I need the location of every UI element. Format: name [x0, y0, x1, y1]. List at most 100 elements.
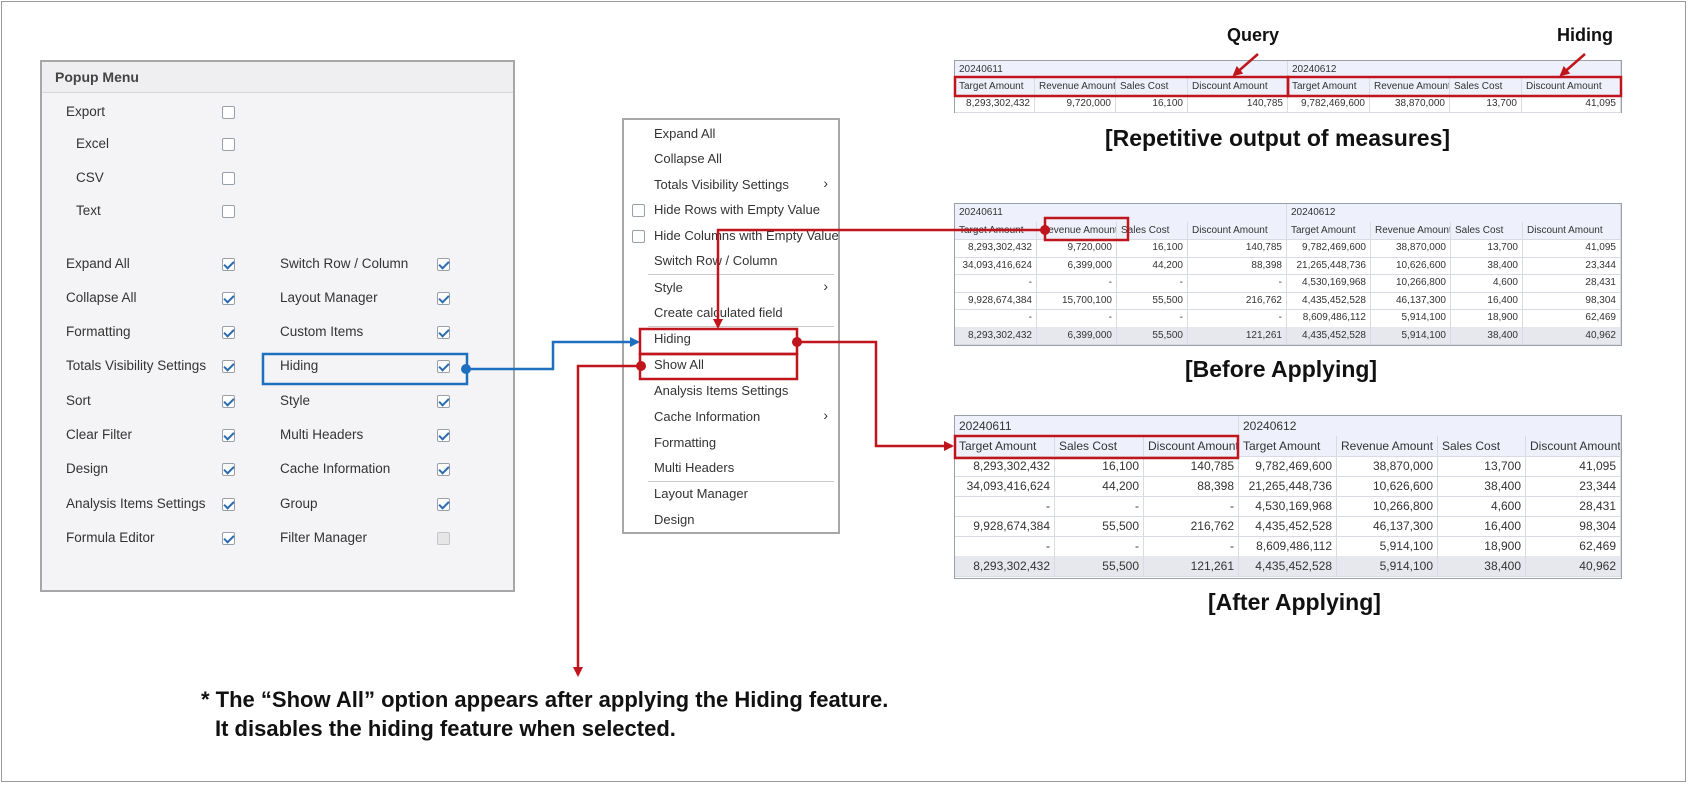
table-cell: 4,600	[1451, 274, 1523, 292]
checkbox-export[interactable]	[222, 106, 235, 119]
menu-item-analysis-items-settings[interactable]: Analysis Items Settings	[654, 383, 789, 398]
menu-item-create-calculated-field[interactable]: Create calculated field	[654, 305, 783, 320]
column-header[interactable]: Discount Amount	[1522, 78, 1621, 95]
column-header[interactable]: Sales Cost	[1055, 436, 1144, 456]
checkbox-formatting[interactable]	[222, 326, 235, 339]
checkbox-layout-manager[interactable]	[437, 292, 450, 305]
chevron-right-icon: ›	[823, 278, 828, 294]
table-cell: 16,400	[1438, 516, 1526, 536]
table-cell: 140,785	[1188, 95, 1288, 112]
table-cell: 21,265,448,736	[1287, 256, 1371, 274]
option-label-text: Text	[76, 203, 101, 218]
table-cell: 55,500	[1055, 516, 1144, 536]
table-cell: -	[1037, 309, 1117, 327]
column-header[interactable]: Target Amount	[1288, 78, 1370, 95]
menu-item-expand-all[interactable]: Expand All	[654, 126, 716, 141]
menu-item-style[interactable]: Style	[654, 280, 683, 295]
checkbox-style[interactable]	[437, 395, 450, 408]
menu-item-switch-row-column[interactable]: Switch Row / Column	[654, 253, 778, 268]
chevron-right-icon: ›	[823, 175, 828, 191]
checkbox-formula-editor[interactable]	[222, 532, 235, 545]
menu-item-design[interactable]: Design	[654, 512, 695, 527]
column-header[interactable]: Target Amount	[955, 436, 1055, 456]
table-cell: 34,093,416,624	[955, 476, 1055, 496]
option-label-switch-row-column: Switch Row / Column	[280, 256, 409, 271]
group-header-cell: 20240612	[1287, 204, 1621, 222]
checkbox-totals-visibility-settings[interactable]	[222, 360, 235, 373]
table-cell: 4,600	[1438, 496, 1526, 516]
group-header-cell: 20240611	[955, 416, 1239, 436]
column-header[interactable]: Sales Cost	[1116, 78, 1188, 95]
checkbox-cache-information[interactable]	[437, 463, 450, 476]
column-header[interactable]: Sales Cost	[1451, 221, 1523, 239]
column-header[interactable]: Revenue Amount	[1370, 78, 1450, 95]
checkbox-csv[interactable]	[222, 172, 235, 185]
table-cell: 4,435,452,528	[1287, 326, 1371, 344]
column-header[interactable]: Revenue Amount	[1037, 221, 1117, 239]
column-header[interactable]: Target Amount	[955, 221, 1037, 239]
checkbox-excel[interactable]	[222, 138, 235, 151]
column-header[interactable]: Sales Cost	[1438, 436, 1526, 456]
checkbox-expand-all[interactable]	[222, 258, 235, 271]
option-label-hiding: Hiding	[280, 358, 319, 373]
checkbox-design[interactable]	[222, 463, 235, 476]
table-cell: -	[1055, 496, 1144, 516]
checkbox-multi-headers[interactable]	[437, 429, 450, 442]
column-header[interactable]: Revenue Amount	[1337, 436, 1438, 456]
checkbox-analysis-items-settings[interactable]	[222, 498, 235, 511]
column-header[interactable]: Discount Amount	[1523, 221, 1621, 239]
table-cell: 28,431	[1523, 274, 1621, 292]
table-cell: -	[1037, 274, 1117, 292]
option-label-analysis-items-settings: Analysis Items Settings	[66, 496, 206, 511]
column-header[interactable]: Target Amount	[955, 78, 1035, 95]
table-cell: 41,095	[1522, 95, 1621, 112]
menu-checkbox-hide-rows-with-empty-value[interactable]	[632, 204, 645, 217]
table-cell: 9,782,469,600	[1287, 239, 1371, 257]
checkbox-clear-filter[interactable]	[222, 429, 235, 442]
column-header[interactable]: Revenue Amount	[1035, 78, 1116, 95]
menu-checkbox-hide-columns-with-empty-value[interactable]	[632, 230, 645, 243]
menu-item-hide-rows-with-empty-value[interactable]: Hide Rows with Empty Value	[654, 202, 820, 217]
table-cell: 38,400	[1451, 326, 1523, 344]
checkbox-group[interactable]	[437, 498, 450, 511]
checkbox-sort[interactable]	[222, 395, 235, 408]
column-header[interactable]: Target Amount	[1239, 436, 1337, 456]
column-header[interactable]: Discount Amount	[1188, 78, 1288, 95]
checkbox-text[interactable]	[222, 205, 235, 218]
menu-item-cache-information[interactable]: Cache Information	[654, 409, 761, 424]
menu-item-collapse-all[interactable]: Collapse All	[654, 151, 722, 166]
table-cell: 13,700	[1438, 456, 1526, 476]
column-header[interactable]: Discount Amount	[1144, 436, 1239, 456]
checkbox-collapse-all[interactable]	[222, 292, 235, 305]
table-cell: 10,266,800	[1337, 496, 1438, 516]
column-header[interactable]: Target Amount	[1287, 221, 1371, 239]
menu-item-hiding[interactable]: Hiding	[654, 331, 691, 346]
menu-item-formatting[interactable]: Formatting	[654, 435, 717, 450]
column-header[interactable]: Discount Amount	[1188, 221, 1287, 239]
checkbox-switch-row-column[interactable]	[437, 258, 450, 271]
table-cell: 38,400	[1438, 476, 1526, 496]
column-header[interactable]: Discount Amount	[1526, 436, 1621, 456]
menu-item-show-all[interactable]: Show All	[654, 357, 704, 372]
table-cell: 13,700	[1451, 239, 1523, 257]
checkbox-custom-items[interactable]	[437, 326, 450, 339]
menu-item-multi-headers[interactable]: Multi Headers	[654, 460, 735, 475]
menu-item-layout-manager[interactable]: Layout Manager	[654, 486, 748, 501]
checkbox-hiding[interactable]	[437, 360, 450, 373]
hiding-callout: Hiding	[1557, 25, 1613, 45]
column-header[interactable]: Sales Cost	[1117, 221, 1188, 239]
table-cell: 9,720,000	[1035, 95, 1116, 112]
column-header[interactable]: Revenue Amount	[1371, 221, 1451, 239]
table-cell: 18,900	[1438, 536, 1526, 556]
column-header[interactable]: Sales Cost	[1450, 78, 1522, 95]
table-cell: -	[1188, 309, 1287, 327]
menu-item-hide-columns-with-empty-value[interactable]: Hide Columns with Empty Value	[654, 228, 839, 243]
option-label-custom-items: Custom Items	[280, 324, 364, 339]
menu-item-totals-visibility-settings[interactable]: Totals Visibility Settings	[654, 177, 789, 192]
